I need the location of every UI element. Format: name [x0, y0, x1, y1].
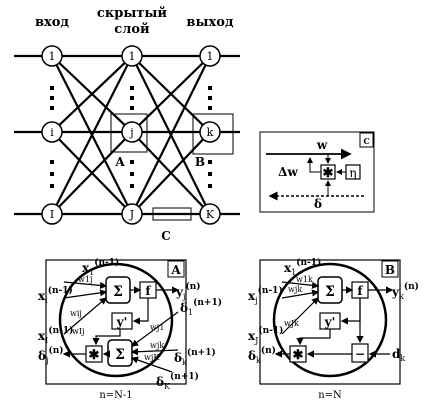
region-box-b — [192, 113, 234, 155]
output-node-1 — [199, 45, 221, 67]
ellipsis-dots — [50, 86, 212, 188]
panel-b-f: f — [357, 284, 363, 298]
panel-b-delta-k: δk(n) — [248, 345, 276, 365]
panel-c-w: w — [316, 138, 328, 152]
panel-b-x1: x1(n-1) — [284, 257, 321, 277]
panel-c-tag: C — [363, 136, 369, 146]
output-layer-nodes: 1 k K — [199, 45, 221, 225]
output-node-k — [199, 121, 221, 143]
input-layer-nodes: 1 i I — [41, 45, 63, 225]
panel-c: C w δ ✱ η Δw — [259, 131, 375, 213]
input-node-1-label: 1 — [49, 50, 56, 63]
header-hidden-line1: скрытый — [97, 6, 168, 21]
region-box-c — [152, 207, 192, 221]
input-node-i-label: i — [50, 126, 54, 139]
panel-b-sigma: Σ — [325, 284, 335, 300]
panel-a-delta-1: δ1(n+1) — [180, 297, 222, 317]
hidden-node-j-label: j — [128, 126, 133, 139]
panel-b-yprime: y' — [324, 315, 336, 329]
panel-b-tag: B — [385, 263, 395, 277]
panel-c-mult: ✱ — [323, 166, 334, 181]
header-hidden-line2: слой — [114, 22, 150, 37]
header-output: выход — [186, 15, 233, 30]
panel-a-wj1: wj1 — [150, 323, 164, 332]
panel-b-mult: ✱ — [293, 348, 304, 363]
panel-a-sigma-bottom: Σ — [115, 347, 125, 363]
hidden-node-1-label: 1 — [129, 50, 136, 63]
panel-a-caption: n=N-1 — [99, 390, 132, 401]
panel-a-xi: xi(n-1) — [38, 285, 73, 305]
panel-a-xI: xI(n-1) — [38, 325, 73, 345]
panel-c-dw: Δw — [278, 165, 298, 179]
panel-b-minus: − — [355, 347, 365, 361]
hidden-layer-nodes: 1 j J — [121, 45, 143, 225]
input-node-i — [41, 121, 63, 143]
panel-b-y-k: yk(n) — [391, 281, 419, 301]
hidden-node-j — [121, 121, 143, 143]
hidden-node-1 — [121, 45, 143, 67]
panel-b-xJ: xJ(n-1) — [248, 325, 283, 345]
panel-a-delta-K: δK(n+1) — [156, 371, 199, 391]
region-label-b: B — [195, 155, 205, 169]
panel-a-tag: A — [170, 263, 181, 277]
region-label-c: C — [161, 229, 171, 243]
panel-a-wIj: wIj — [72, 327, 85, 336]
panel-c-delta: δ — [314, 197, 322, 211]
panel-b-xj: xj(n-1) — [248, 285, 283, 305]
panel-a-y-j: yj(n) — [175, 281, 201, 301]
input-node-1 — [41, 45, 63, 67]
panel-a-wjK: wjK — [144, 353, 160, 362]
panel-c-eta: η — [349, 166, 356, 180]
hidden-node-J-label: J — [129, 208, 134, 221]
panel-a-sigma-top: Σ — [113, 284, 123, 300]
region-label-a: A — [114, 155, 125, 169]
panel-a-delta-j: δj(n) — [38, 345, 64, 365]
panel-a-delta-k: δk(n+1) — [174, 347, 216, 367]
panel-a-yprime: y' — [116, 315, 128, 329]
output-node-k-label: k — [207, 126, 214, 139]
output-node-K-label: K — [206, 208, 215, 221]
header-input: вход — [35, 15, 69, 30]
panel-a-mult: ✱ — [89, 348, 100, 363]
panel-a-f: f — [145, 284, 151, 298]
panel-b: B Σ f y' − ✱ x1(n-1) xj(n-1) xJ(n-1) δk(… — [248, 257, 419, 401]
region-box-a — [110, 113, 148, 153]
panel-b-caption: n=N — [318, 390, 342, 401]
panel-a-wij: wij — [70, 309, 82, 318]
panel-b-wJk: wJk — [284, 319, 299, 328]
panel-b-d-k: dk — [392, 347, 405, 363]
hidden-node-J — [121, 203, 143, 225]
network-connections — [14, 54, 240, 216]
input-node-I — [41, 203, 63, 225]
panel-a-w1j: w1j — [78, 275, 92, 284]
output-node-1-label: 1 — [207, 50, 214, 63]
panel-b-wjk: wjk — [288, 285, 302, 294]
output-node-K — [199, 203, 221, 225]
panel-a-x1: x1(n-1) — [82, 257, 119, 277]
panel-b-w1k: w1k — [296, 275, 313, 284]
panel-a-wjk: wjk — [150, 341, 164, 350]
input-node-I-label: I — [50, 208, 54, 221]
panel-a: A Σ f y' ✱ Σ x1(n-1) xi(n-1) — [38, 257, 222, 401]
